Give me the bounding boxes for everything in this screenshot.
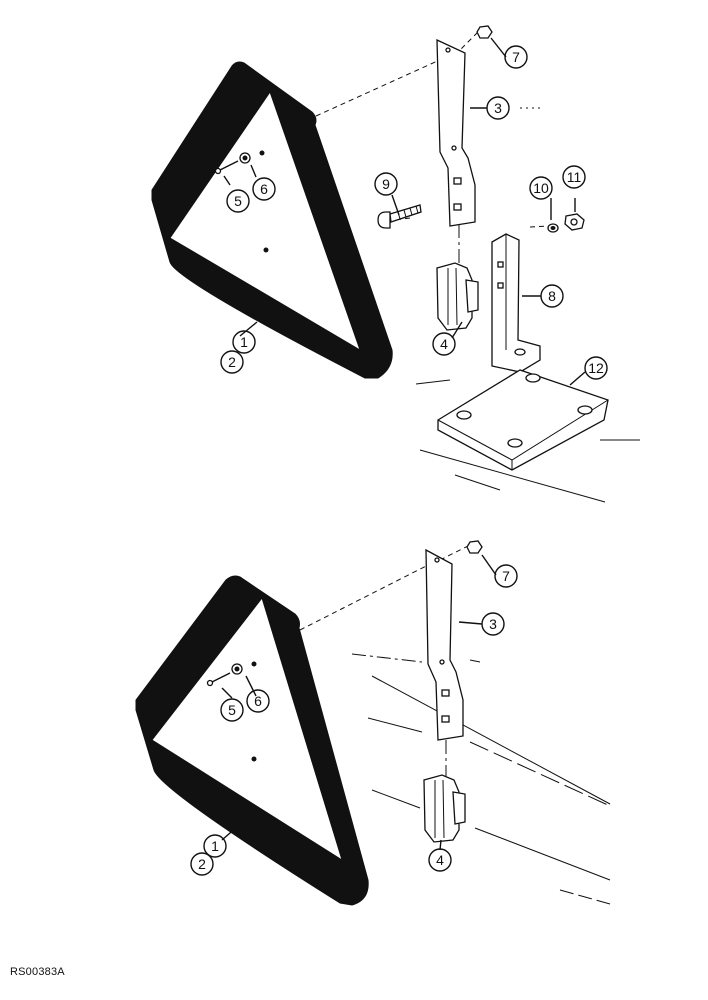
svg-text:11: 11: [567, 169, 582, 185]
svg-text:2: 2: [198, 856, 206, 872]
svg-text:2: 2: [228, 354, 236, 370]
figure-id-label: RS00383A: [10, 966, 65, 978]
callout-11: 11: [562, 165, 586, 189]
callout-10: 10: [529, 176, 553, 200]
svg-text:6: 6: [260, 181, 268, 197]
svg-text:12: 12: [588, 360, 604, 376]
callout-4-top: 4: [432, 332, 456, 356]
svg-text:1: 1: [211, 838, 219, 854]
holder-clip-top: [436, 262, 479, 331]
svg-text:7: 7: [502, 568, 510, 584]
svg-text:5: 5: [234, 193, 242, 209]
mounting-bracket-top: [436, 38, 476, 227]
callout-3-top: 3: [486, 96, 510, 120]
upright-post: [491, 233, 541, 373]
callout-5-top: 5: [226, 189, 250, 213]
holder-clip-bottom: [423, 774, 466, 843]
callout-1-bottom: 1: [203, 834, 227, 858]
emblem-bolt-top: [214, 150, 269, 253]
svg-text:8: 8: [548, 288, 556, 304]
svg-text:4: 4: [440, 336, 448, 352]
svg-text:5: 5: [228, 702, 236, 718]
carriage-bolt: [377, 204, 422, 229]
svg-text:1: 1: [240, 334, 248, 350]
emblem-bolt-bottom: [206, 661, 257, 762]
bottom-assembly: 7 3 4 5 6 1 2: [135, 540, 611, 906]
callout-3-bottom: 3: [481, 612, 505, 636]
nut-bottom: [466, 540, 483, 554]
nut-11: [564, 213, 585, 231]
svg-text:3: 3: [489, 616, 497, 632]
callout-6-top: 6: [252, 177, 276, 201]
callout-5-bottom: 5: [220, 698, 244, 722]
callout-7-bottom: 7: [494, 564, 518, 588]
callout-8: 8: [540, 284, 564, 308]
callout-12: 12: [584, 356, 608, 380]
base-plate: [437, 369, 609, 471]
svg-text:4: 4: [436, 852, 444, 868]
svg-text:10: 10: [533, 180, 549, 196]
svg-text:7: 7: [512, 49, 520, 65]
svg-text:9: 9: [382, 176, 390, 192]
washer-10: [547, 223, 559, 233]
callout-2-bottom: 2: [190, 852, 214, 876]
smv-emblem-bottom: [135, 575, 369, 906]
leaders-top: [223, 37, 586, 386]
top-assembly: 7 3 9 10 11 8 4 12: [151, 25, 640, 503]
smv-emblem-top: [151, 61, 393, 379]
callout-1-top: 1: [232, 330, 256, 354]
callout-9: 9: [374, 172, 398, 196]
callout-4-bottom: 4: [428, 848, 452, 872]
leaders-bottom: [221, 554, 497, 851]
callout-2-top: 2: [220, 350, 244, 374]
callout-7-top: 7: [504, 45, 528, 69]
svg-text:6: 6: [254, 693, 262, 709]
mounting-bracket-bottom: [425, 548, 464, 741]
svg-text:3: 3: [494, 100, 502, 116]
nut-top: [476, 25, 493, 39]
callout-6-bottom: 6: [246, 689, 270, 713]
